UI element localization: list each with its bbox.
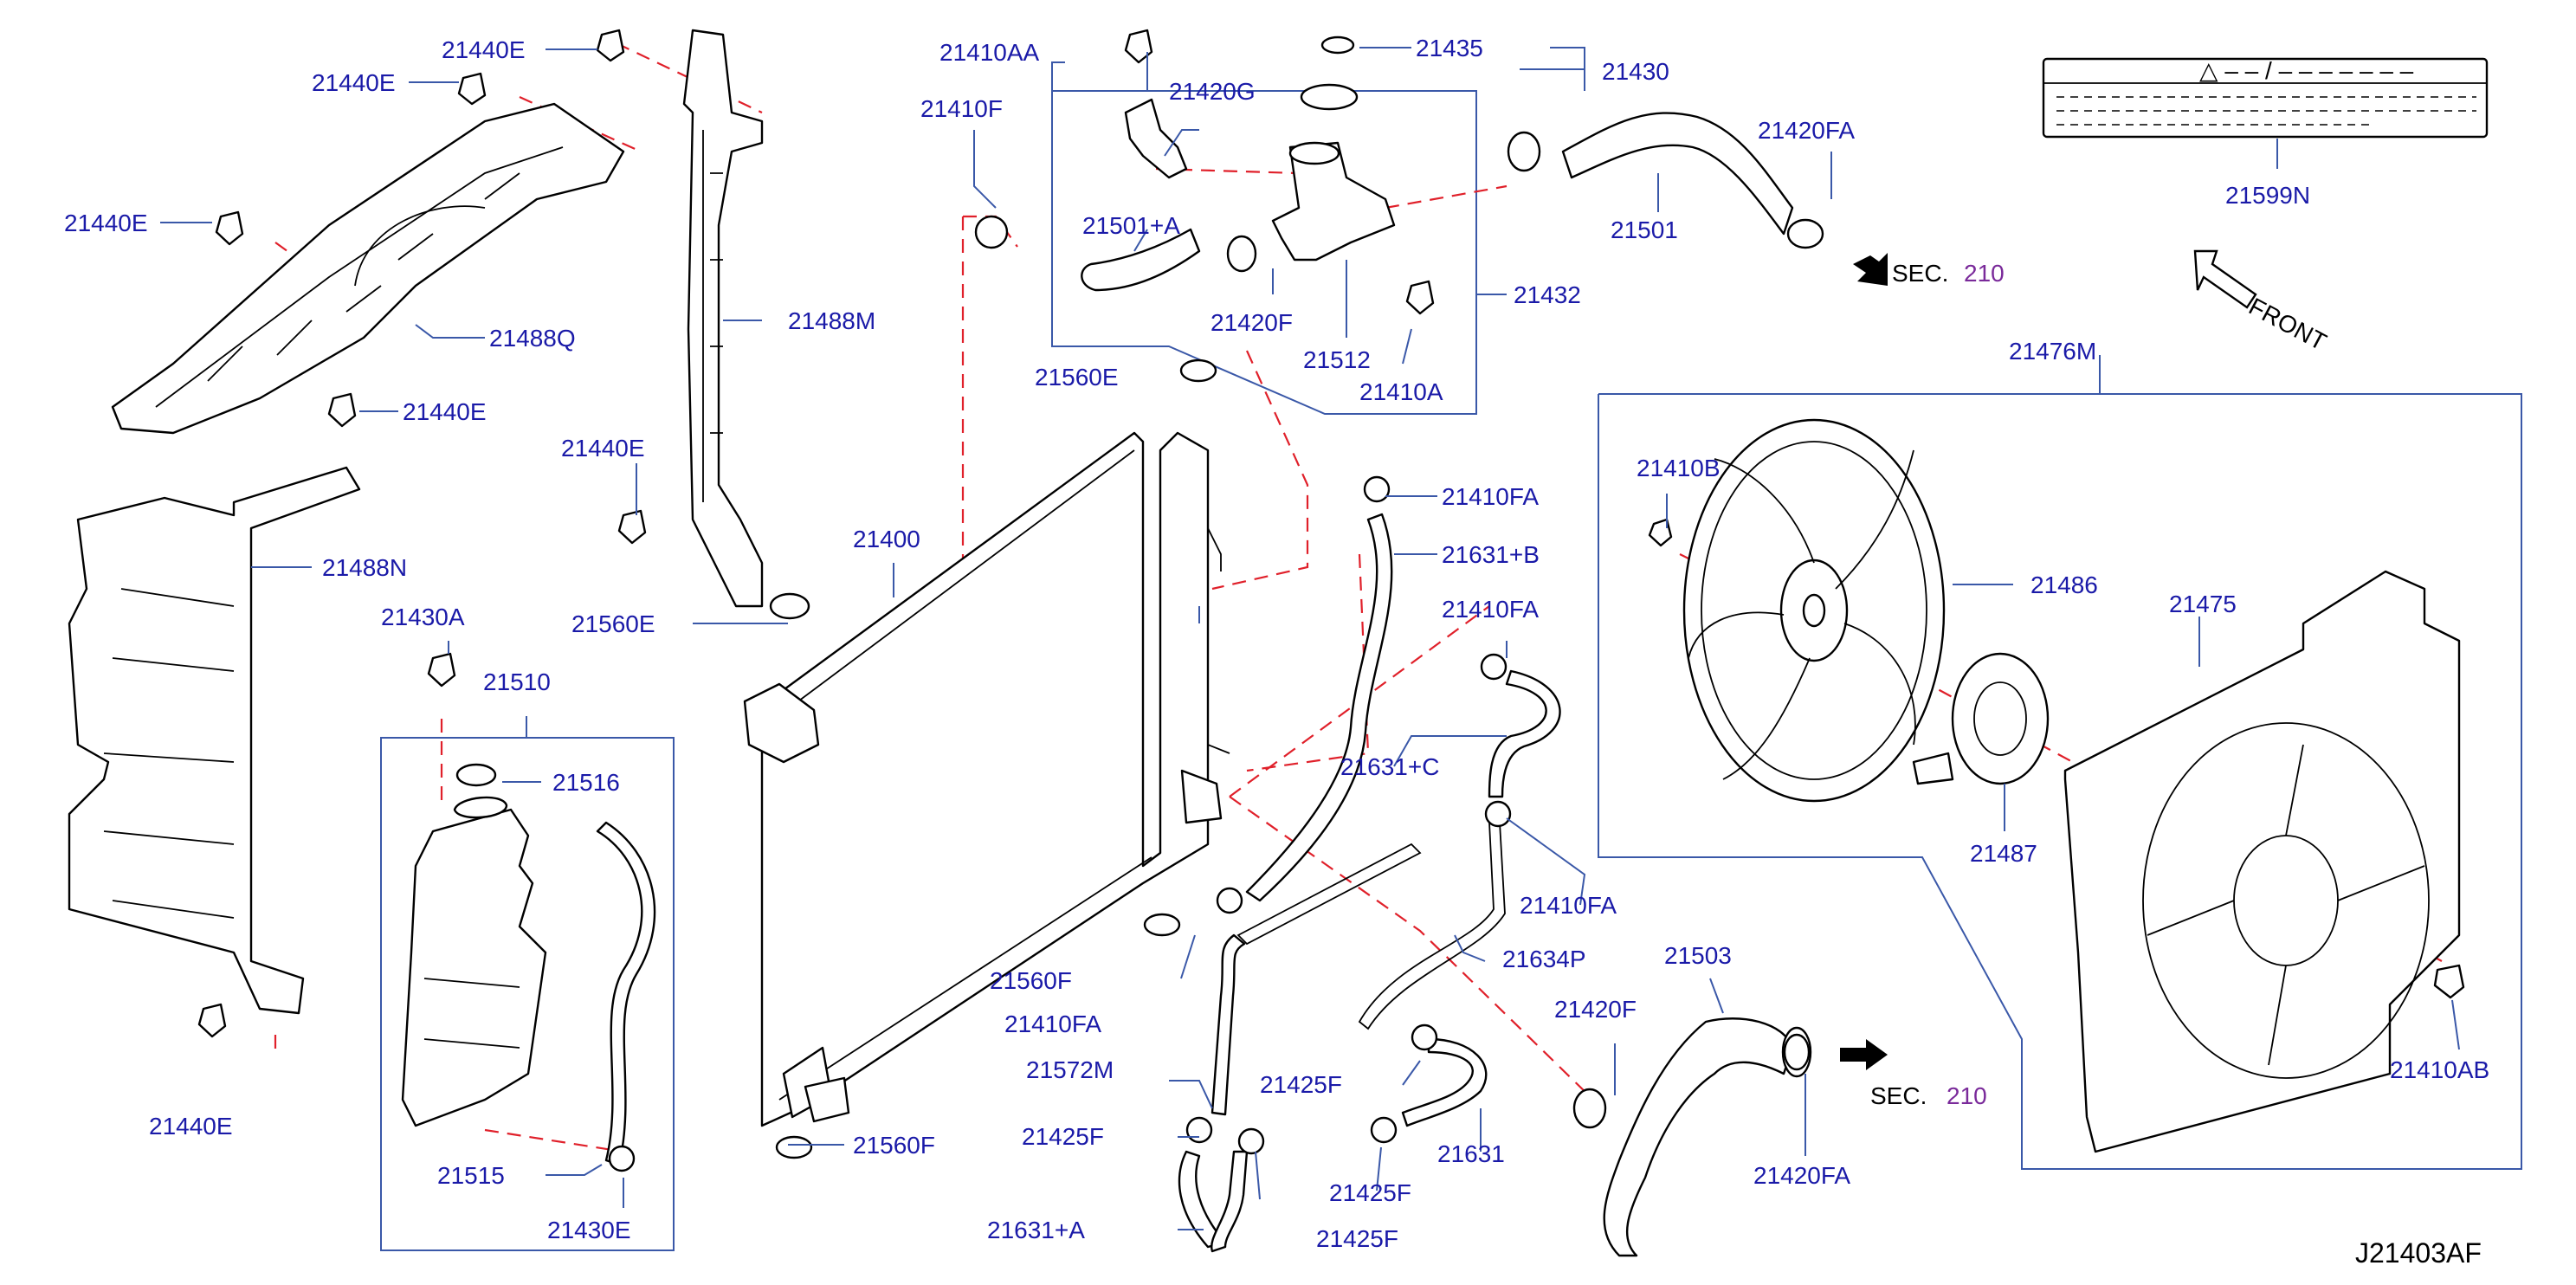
callout-21440E-d: 21440E	[403, 398, 487, 425]
callout-21410B: 21410B	[1637, 455, 1721, 481]
callout-21435: 21435	[1416, 35, 1483, 61]
cooling-fan-21486	[1682, 418, 1946, 803]
callout-21430: 21430	[1602, 58, 1669, 85]
leader-lines	[160, 47, 2460, 1230]
callout-21420G: 21420G	[1169, 78, 1256, 105]
air-guide-upper-21488Q	[111, 102, 625, 435]
hose-21572M	[1211, 933, 1246, 1116]
callout-21501A: 21501+A	[1082, 212, 1180, 239]
callout-21440E-a: 21440E	[442, 36, 526, 63]
radiator-cap-21430	[1300, 36, 1359, 111]
callout-21631: 21631	[1437, 1140, 1505, 1167]
callout-21487: 21487	[1970, 840, 2037, 867]
callout-21420F-b: 21420F	[1554, 996, 1637, 1023]
fan-shroud-21475	[2063, 570, 2461, 1153]
lower-hose-21503	[1603, 1017, 1812, 1257]
callout-21410AA: 21410AA	[939, 39, 1040, 66]
air-guide-side-21488M	[682, 29, 764, 608]
callout-21488Q: 21488Q	[489, 325, 576, 352]
callout-21560E-a: 21560E	[571, 610, 655, 637]
callout-21631A: 21631+A	[987, 1217, 1085, 1243]
callout-21560F-a: 21560F	[990, 967, 1072, 994]
radiator-21400	[743, 431, 1230, 1127]
callout-21410FA-c: 21410FA	[1520, 892, 1617, 919]
callout-21425F-c: 21425F	[1329, 1179, 1411, 1206]
callout-21440E-c: 21440E	[64, 210, 148, 236]
hose-21631C	[1488, 669, 1561, 798]
callout-21430E: 21430E	[547, 1217, 631, 1243]
callout-21486: 21486	[2030, 571, 2098, 598]
callout-21440E-e: 21440E	[561, 435, 645, 462]
air-guide-lower-21488N	[68, 466, 361, 1015]
callout-21410A: 21410A	[1359, 378, 1443, 405]
filler-neck-21512	[1271, 141, 1396, 262]
label-plate-21599N: △ – – / – – – – – – –	[2042, 57, 2489, 139]
pipe-21634P	[1236, 822, 1506, 1030]
callout-21400: 21400	[853, 526, 920, 552]
callout-21440E-b: 21440E	[312, 69, 396, 96]
callout-21488M: 21488M	[788, 307, 875, 334]
callout-21430A: 21430A	[381, 604, 465, 630]
bracket-21420G	[1124, 98, 1188, 179]
callout-21410FA-d: 21410FA	[1004, 1011, 1101, 1037]
fan-motor-21487	[1912, 652, 2050, 785]
fasteners	[197, 29, 2465, 1172]
front-arrow: FRONT	[2193, 249, 2331, 356]
box-21430-group	[1051, 61, 1065, 91]
box-21432-group	[1051, 90, 1477, 415]
callout-21410FA-b: 21410FA	[1442, 596, 1539, 623]
callout-21410FA-a: 21410FA	[1442, 483, 1539, 510]
callout-21631B: 21631+B	[1442, 541, 1540, 568]
overflow-hose-21515	[596, 821, 656, 1166]
callout-21440E-f: 21440E	[149, 1113, 233, 1140]
hose-21631A	[1178, 1150, 1249, 1253]
callout-21425F-b: 21425F	[1022, 1123, 1104, 1150]
hose-21631	[1401, 1037, 1488, 1127]
reservoir-tank-21510	[401, 763, 547, 1127]
callout-21512: 21512	[1303, 346, 1371, 373]
sec-arrow-upper	[1853, 253, 1888, 286]
callout-21634P: 21634P	[1502, 946, 1586, 972]
callout-21410AB: 21410AB	[2390, 1056, 2489, 1083]
callout-21560F-b: 21560F	[853, 1132, 935, 1159]
sec-arrow-lower	[1840, 1039, 1888, 1070]
callout-21425F-d: 21425F	[1316, 1225, 1398, 1252]
callout-labels: 21440E 21440E 21440E 21488Q 21440E 21488…	[64, 35, 2489, 1252]
label-plate-text: △ – – / – – – – – – –	[2199, 57, 2414, 84]
sec-label-upper: SEC.	[1892, 260, 1948, 287]
callout-21475: 21475	[2169, 591, 2237, 617]
callout-21516: 21516	[552, 769, 620, 796]
callout-21515: 21515	[437, 1162, 505, 1189]
box-21476M-group	[1598, 393, 2522, 1170]
callout-21572M: 21572M	[1026, 1056, 1114, 1083]
callout-21560E-b: 21560E	[1035, 364, 1119, 391]
callout-21631C: 21631+C	[1340, 753, 1439, 780]
sec-number-upper: 210	[1964, 260, 2005, 287]
callout-21420F-a: 21420F	[1211, 309, 1293, 336]
callout-21599N: 21599N	[2225, 182, 2310, 209]
callout-21488N: 21488N	[322, 554, 407, 581]
callout-21510: 21510	[483, 668, 551, 695]
callout-21476M: 21476M	[2009, 338, 2096, 365]
front-label: FRONT	[2244, 293, 2331, 356]
callout-21420FA-b: 21420FA	[1753, 1162, 1850, 1189]
upper-hose-21501	[1561, 112, 1824, 249]
sec-number-lower: 210	[1947, 1082, 1987, 1109]
callout-21425F-a: 21425F	[1260, 1071, 1342, 1098]
diagram-id: J21403AF	[2355, 1237, 2482, 1269]
sec-label-lower: SEC.	[1870, 1082, 1927, 1109]
hose-21631B	[1245, 513, 1393, 902]
callout-21503: 21503	[1664, 942, 1732, 969]
callout-21420FA-a: 21420FA	[1758, 117, 1855, 144]
callout-21410F: 21410F	[920, 95, 1003, 122]
hose-21501A	[1081, 228, 1201, 292]
callout-21432: 21432	[1514, 281, 1581, 308]
callout-21501: 21501	[1611, 216, 1678, 243]
